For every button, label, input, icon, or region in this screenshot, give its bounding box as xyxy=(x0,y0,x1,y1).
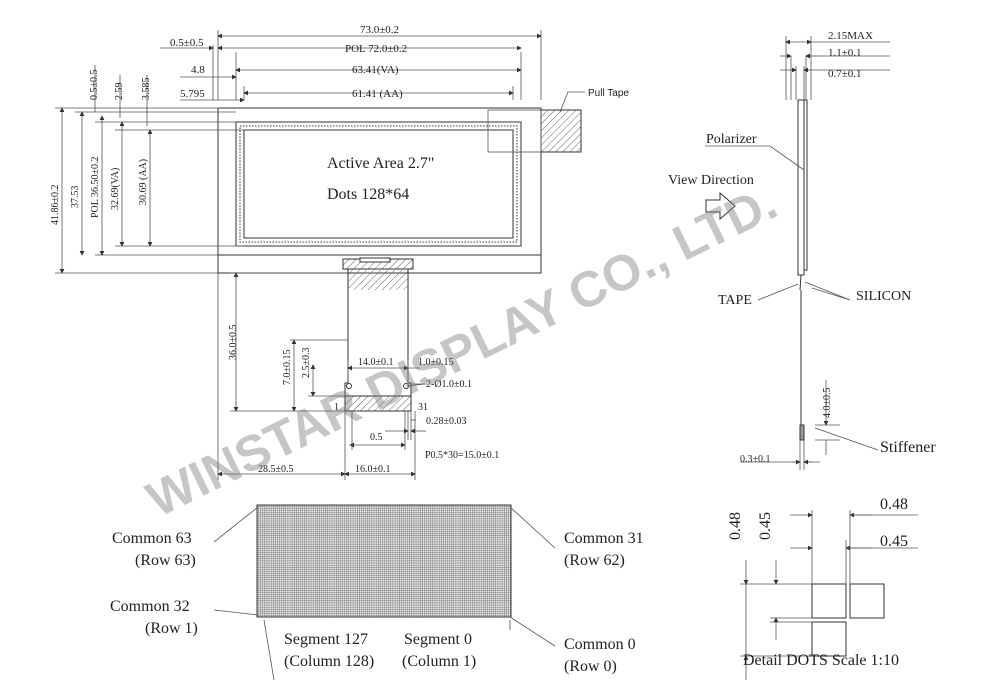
row-1-label: (Row 1) xyxy=(145,620,198,637)
dim-va-height: 32.69(VA) xyxy=(110,168,121,210)
dim-va-width: 63.41(VA) xyxy=(352,64,399,76)
common-31-label: Common 31 xyxy=(564,530,644,547)
fpc-contacts xyxy=(344,395,412,412)
column-1-label: (Column 1) xyxy=(402,653,476,670)
pin-1-label: 1 xyxy=(334,402,339,413)
pixel-grid xyxy=(256,504,512,618)
dim-offset: 0.5±0.5 xyxy=(170,37,204,49)
dim-fpc-2-5: 2.5±0.3 xyxy=(301,348,312,379)
silicon-label: SILICON xyxy=(856,289,911,304)
pull-tape xyxy=(540,109,582,153)
row-63-label: (Row 63) xyxy=(135,552,196,569)
dim-pol-height: POL 36.50±0.2 xyxy=(90,156,101,218)
column-128-label: (Column 128) xyxy=(284,653,374,670)
dim-aa-width: 61.41 (AA) xyxy=(352,88,403,100)
stiffener-label: Stiffener xyxy=(880,439,936,456)
dim-stiff-len: 4.0±0.5 xyxy=(822,388,833,419)
dot-2 xyxy=(849,583,885,619)
dim-fpc-hole: 2-Ø1.0±0.1 xyxy=(426,379,472,390)
side-fpc xyxy=(799,274,802,440)
pin-31-label: 31 xyxy=(418,402,428,413)
detail-caption: Detail DOTS Scale 1:10 xyxy=(743,652,899,669)
dot-3 xyxy=(811,621,847,657)
segment-0-label: Segment 0 xyxy=(404,631,472,648)
side-view: 2.15MAX 1.1±0.1 0.7±0.1 Polarizer View D… xyxy=(668,30,936,470)
detail-h-048: 0.48 xyxy=(880,496,908,513)
detail-dots: 0.48 0.45 0.48 0.45 Detail DOTS Scale 1:… xyxy=(727,496,918,680)
row-62-label: (Row 62) xyxy=(564,552,625,569)
dim-left-d1: 0.5±0.5 xyxy=(89,70,100,101)
detail-v-045: 0.45 xyxy=(757,512,774,540)
pull-tape-outline xyxy=(487,109,542,153)
dim-total-height: 41.86±0.2 xyxy=(50,185,61,226)
dim-side-0-7: 0.7±0.1 xyxy=(828,68,862,80)
active-area-title: Active Area 2.7" xyxy=(327,155,434,172)
dim-fpc-7: 7.0±0.15 xyxy=(282,350,293,386)
dim-fpc-16: 16.0±0.1 xyxy=(355,464,391,475)
active-area-border xyxy=(239,125,518,243)
dim-total-width: 73.0±0.2 xyxy=(360,24,399,36)
dots-label: Dots 128*64 xyxy=(327,186,409,203)
dim-fpc-lead: 0.28±0.03 xyxy=(426,416,467,427)
segment-127-label: Segment 127 xyxy=(284,631,368,648)
viewing-area xyxy=(235,121,522,247)
dim-left-d3: 3.585 xyxy=(141,78,152,101)
dim-pol-width: POL 72.0±0.2 xyxy=(345,43,407,55)
dim-fpc-length: 36.0±0.5 xyxy=(228,325,239,361)
dim-aa-height: 30.69 (AA) xyxy=(138,159,149,205)
common-0-label: Common 0 xyxy=(564,636,636,653)
dim-fpc-pitch: P0.5*30=15.0±0.1 xyxy=(425,450,499,461)
front-view: Pull Tape Active Area 2.7" Dots 128*64 7… xyxy=(50,24,629,480)
dim-fpc-1: 1.0±0.15 xyxy=(418,357,454,368)
dim-left-d2: 2.59 xyxy=(114,83,125,101)
dim-stiff-thick: 0.3±0.1 xyxy=(740,454,771,465)
side-polarizer xyxy=(803,99,808,271)
dim-height-37: 37.53 xyxy=(70,186,81,209)
side-stiffener xyxy=(799,424,805,441)
dim-fpc-0-5: 0.5 xyxy=(370,432,383,443)
dim-side-1-1: 1.1±0.1 xyxy=(828,47,862,59)
polarizer-label: Polarizer xyxy=(706,132,757,147)
detail-h-045: 0.45 xyxy=(880,533,908,550)
dim-side-max: 2.15MAX xyxy=(828,30,873,42)
active-area xyxy=(243,129,514,239)
dim-fpc-28-5: 28.5±0.5 xyxy=(258,464,294,475)
pull-tape-label: Pull Tape xyxy=(588,88,629,99)
tape-label: TAPE xyxy=(718,293,752,308)
common-32-label: Common 32 xyxy=(110,598,190,615)
detail-v-048: 0.48 xyxy=(727,512,744,540)
view-direction-arrow xyxy=(705,191,736,221)
dim-va-offset: 4.8 xyxy=(191,64,205,76)
row-0-label: (Row 0) xyxy=(564,658,617,675)
dot-1 xyxy=(811,583,847,619)
view-direction-label: View Direction xyxy=(668,173,754,188)
dim-aa-offset: 5.795 xyxy=(180,88,205,100)
dim-fpc-14: 14.0±0.1 xyxy=(358,357,394,368)
pixel-map: Common 63 (Row 63) Common 32 (Row 1) Com… xyxy=(110,504,644,681)
common-63-label: Common 63 xyxy=(112,530,192,547)
side-glass xyxy=(797,99,805,276)
